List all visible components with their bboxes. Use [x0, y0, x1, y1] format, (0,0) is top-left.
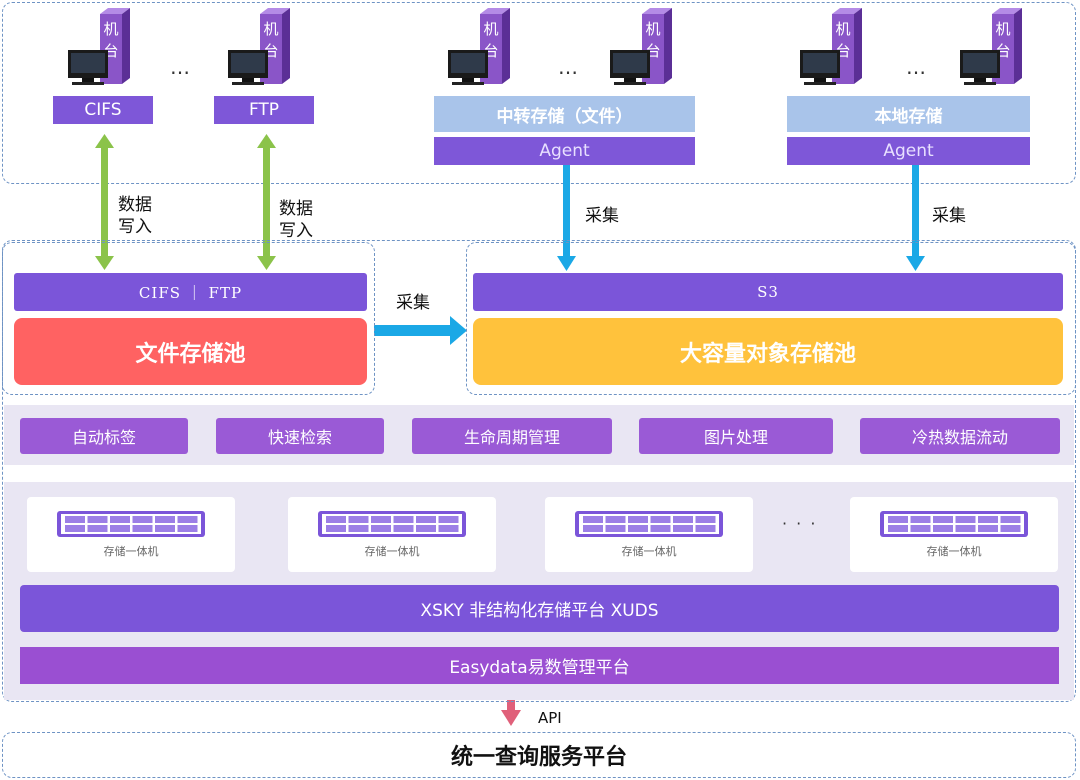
write-text-ftp: 数据 写入 [279, 199, 313, 241]
server-machine-icon: 机台 [228, 8, 290, 85]
easydata-platform-bar: Easydata易数管理平台 [20, 647, 1059, 684]
storage-rack-icon [575, 511, 723, 537]
storage-appliance-card: 存储一体机 [545, 497, 753, 572]
function-lifecycle: 生命周期管理 [412, 418, 612, 454]
svg-text:机: 机 [835, 20, 850, 38]
machines-layer: 机台 机台 机台 机台 机台 机台 [68, 8, 1022, 85]
local-agent-label: Agent [787, 137, 1030, 165]
collect-text-relay: 采集 [585, 206, 619, 226]
function-fast-search: 快速检索 [216, 418, 384, 454]
cifs-label: CIFS [53, 96, 153, 124]
function-auto-tag: 自动标签 [20, 418, 188, 454]
local-storage-label: 本地存储 [787, 96, 1030, 132]
server-machine-icon: 机台 [800, 8, 862, 85]
server-machine-icon: 机台 [68, 8, 130, 85]
file-storage-pool: 文件存储池 [14, 318, 367, 385]
function-hot-cold-flow: 冷热数据流动 [860, 418, 1060, 454]
server-machine-icon: 机台 [448, 8, 510, 85]
xsky-platform-bar: XSKY 非结构化存储平台 XUDS [20, 585, 1059, 632]
data-sources-region [2, 2, 1076, 184]
file-pool-region [2, 242, 375, 395]
ellipsis-relay: … [558, 55, 580, 79]
server-machine-icon: 机台 [610, 8, 672, 85]
ellipsis-left: … [170, 55, 192, 79]
storage-appliance-card: 存储一体机 [288, 497, 496, 572]
collect-text-transfer: 采集 [396, 293, 430, 313]
svg-text:机: 机 [483, 20, 498, 38]
write-text-cifs: 数据 写入 [118, 195, 152, 237]
storage-appliance-card: 存储一体机 [27, 497, 235, 572]
object-storage-pool: 大容量对象存储池 [473, 318, 1063, 385]
storage-appliance-label: 存储一体机 [364, 545, 420, 558]
svg-text:机: 机 [263, 20, 278, 38]
storage-appliance-label: 存储一体机 [621, 545, 677, 558]
file-protocol-bar: CIFS ｜ FTP [14, 273, 367, 311]
relay-storage-label: 中转存储（文件） [434, 96, 695, 132]
platform-region [2, 240, 1076, 702]
relay-agent-label: Agent [434, 137, 695, 165]
hardware-ellipsis: · · · [782, 514, 818, 533]
storage-appliance-label: 存储一体机 [103, 545, 159, 558]
storage-rack-icon [318, 511, 466, 537]
server-machine-icon: 机台 [960, 8, 1022, 85]
object-protocol-bar: S3 [473, 273, 1063, 311]
svg-text:机: 机 [645, 20, 660, 38]
storage-appliance-label: 存储一体机 [926, 545, 982, 558]
unified-query-platform: 统一查询服务平台 [2, 732, 1076, 778]
collect-text-local: 采集 [932, 206, 966, 226]
ftp-label: FTP [214, 96, 314, 124]
storage-rack-icon [57, 511, 205, 537]
function-image-processing: 图片处理 [639, 418, 833, 454]
object-pool-region [466, 242, 1076, 395]
storage-appliance-card: 存储一体机 [850, 497, 1058, 572]
api-label: API [538, 709, 562, 727]
storage-rack-icon [880, 511, 1028, 537]
svg-text:机: 机 [103, 20, 118, 38]
svg-text:机: 机 [995, 20, 1010, 38]
ellipsis-local: … [906, 55, 928, 79]
